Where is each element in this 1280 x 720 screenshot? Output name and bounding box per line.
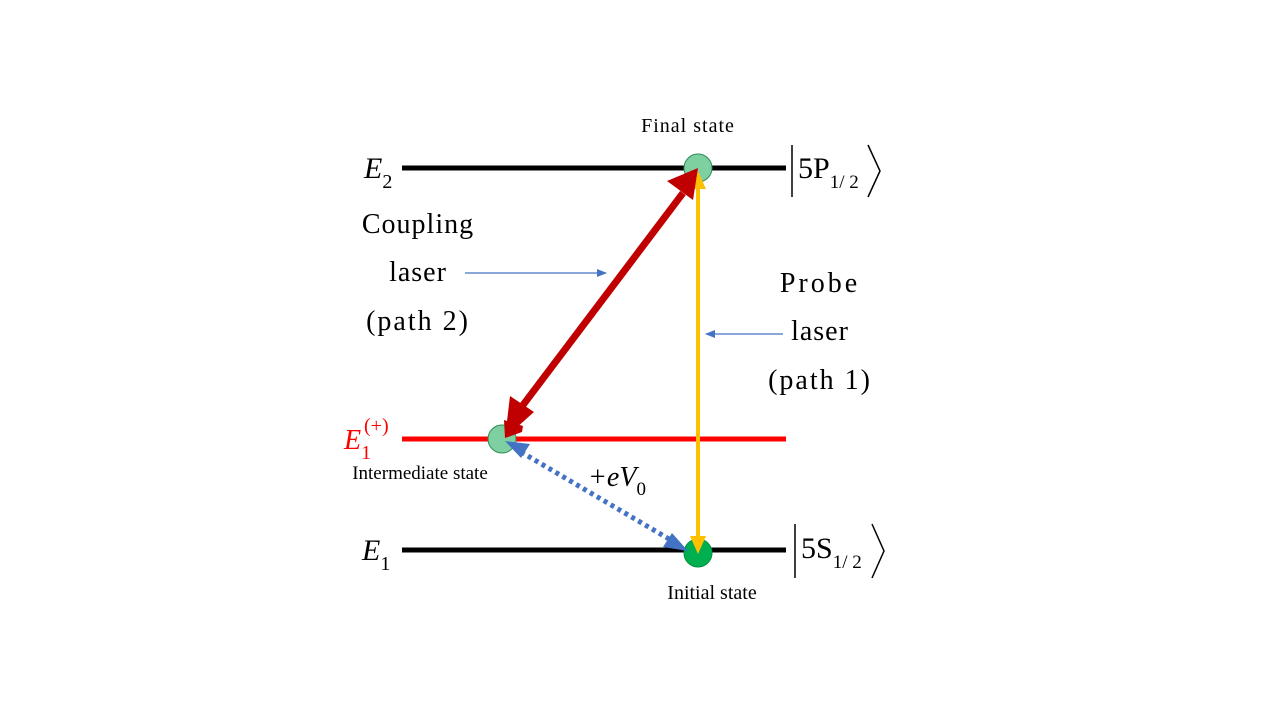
probe-laser-arrow xyxy=(690,171,706,554)
intermediate-state-label: Intermediate state xyxy=(352,463,488,484)
level-e1-plus-label: E1(+) xyxy=(343,415,389,464)
svg-text:Coupling: Coupling xyxy=(362,209,474,240)
svg-text:Probe: Probe xyxy=(780,268,860,299)
svg-text:laser: laser xyxy=(389,257,447,288)
probe-laser-label: Probe laser (path 1) xyxy=(768,268,872,396)
coupling-laser-label: Coupling laser (path 2) xyxy=(362,209,474,337)
svg-text:laser: laser xyxy=(791,316,849,347)
svg-text:5S1/ 2: 5S1/ 2 xyxy=(801,532,862,573)
initial-state-label: Initial state xyxy=(667,582,757,604)
final-state-label: Final state xyxy=(641,115,735,137)
ket-5p12: 5P1/ 2 xyxy=(791,144,881,198)
bias-label: +eV0 xyxy=(588,462,646,500)
level-e2-label: E2 xyxy=(363,152,392,193)
svg-text:5P1/ 2: 5P1/ 2 xyxy=(798,152,859,193)
coupling-laser-arrow xyxy=(504,168,698,438)
level-e1-label: E1 xyxy=(361,534,390,575)
ket-5s12: 5S1/ 2 xyxy=(794,523,885,579)
svg-text:(path 1): (path 1) xyxy=(768,365,872,396)
bias-arrow xyxy=(505,441,688,551)
svg-text:(path 2): (path 2) xyxy=(366,306,470,337)
